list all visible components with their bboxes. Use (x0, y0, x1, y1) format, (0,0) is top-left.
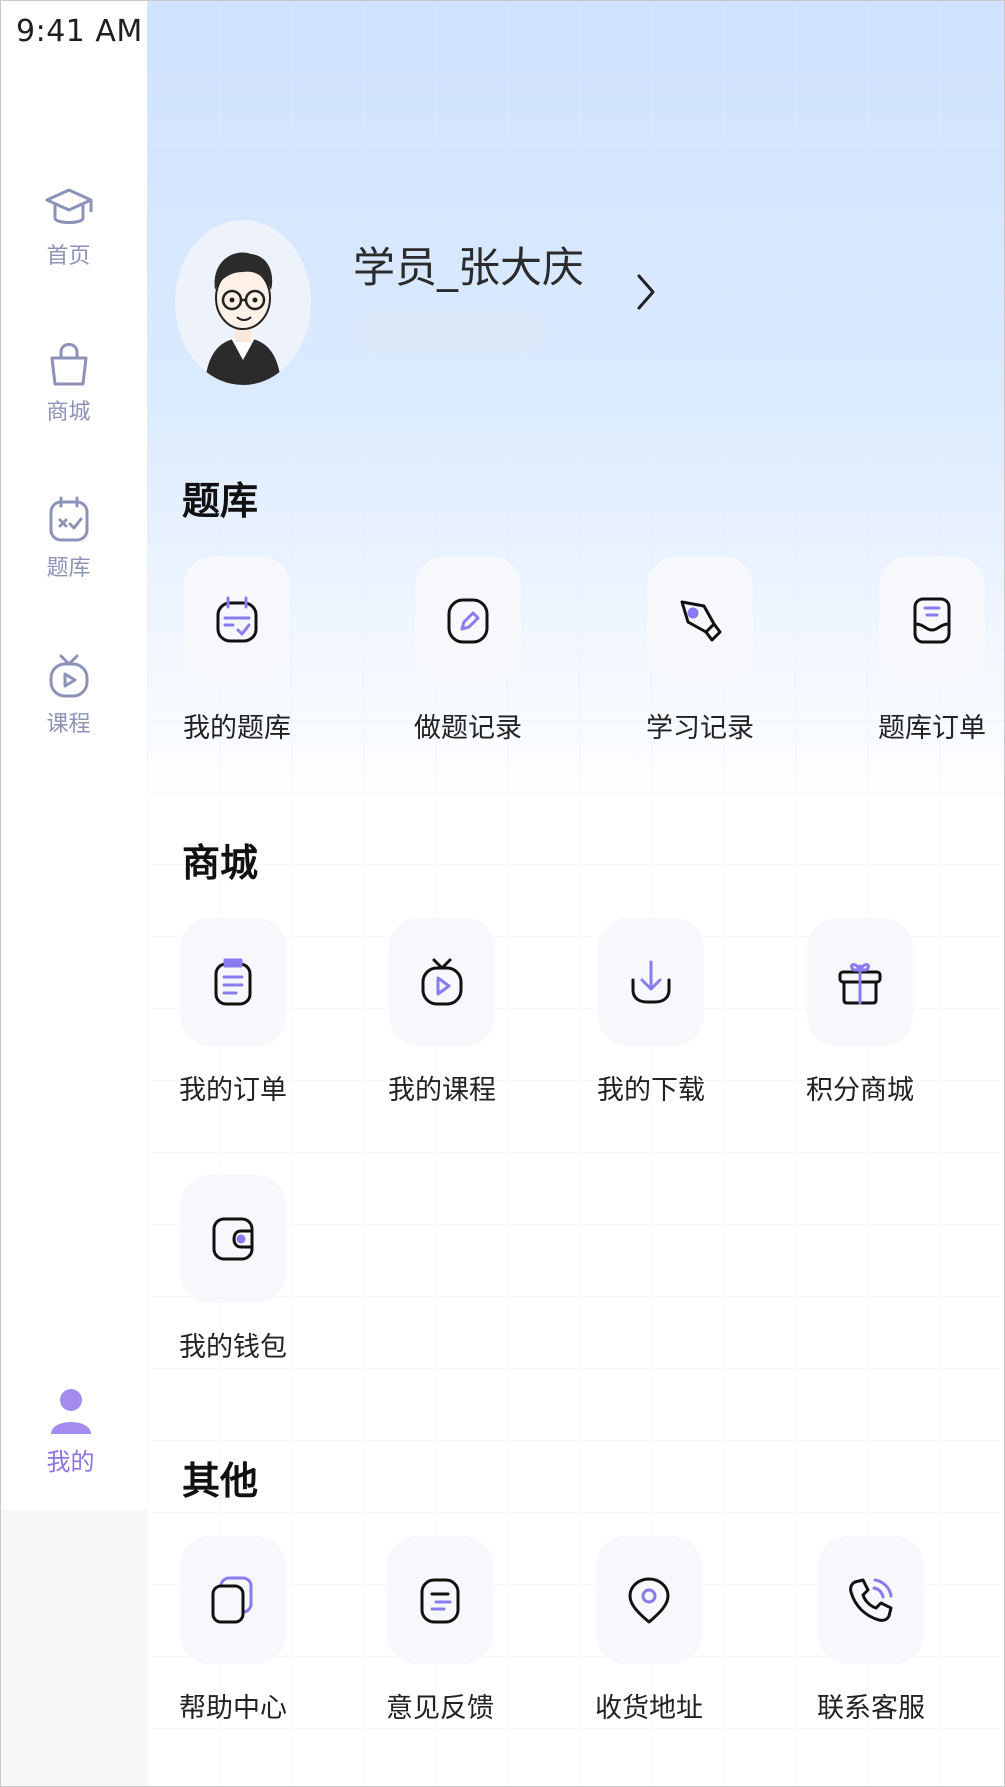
tile-my-orders[interactable]: 我的订单 (153, 918, 313, 1107)
tile-my-downloads[interactable]: 我的下载 (571, 918, 731, 1107)
user-icon (50, 1389, 91, 1434)
gift-icon (838, 963, 882, 1005)
tile-practice-record[interactable]: 做题记录 (388, 556, 548, 745)
clipboard-list-icon (214, 958, 252, 1006)
sidebar-item-question-bank[interactable]: 题库 (0, 492, 137, 582)
username: 学员_张大庆 (353, 243, 585, 292)
tile-icon-box (415, 556, 521, 684)
section-title-other: 其他 (182, 1459, 259, 1503)
sidebar: 9:41 AM 首页 商城 题库 课程 (0, 0, 147, 1787)
sidebar-item-home[interactable]: 首页 (0, 180, 137, 270)
tile-icon-box (389, 918, 495, 1046)
tile-label: 题库订单 (878, 713, 986, 744)
tile-label: 学习记录 (646, 713, 754, 744)
graduation-cap-icon (45, 188, 92, 224)
tile-icon-box (180, 1536, 286, 1664)
sidebar-item-label: 课程 (46, 712, 91, 737)
tile-shipping-address[interactable]: 收货地址 (569, 1536, 729, 1725)
sidebar-item-mine[interactable]: 我的 (2, 1384, 139, 1477)
status-time: 9:41 AM (16, 14, 143, 49)
profile-header[interactable]: 学员_张大庆 (175, 220, 975, 390)
sidebar-bottom-area (0, 1510, 147, 1787)
tile-my-question-bank[interactable]: 我的题库 (157, 556, 317, 745)
feedback-icon (420, 1578, 460, 1624)
tile-icon-box (180, 1175, 286, 1303)
download-icon (631, 960, 671, 1004)
phone-call-icon (849, 1578, 893, 1622)
pen-nib-icon (680, 600, 722, 642)
profile-subtitle-placeholder (355, 310, 545, 350)
location-pin-icon (628, 1577, 670, 1624)
tv-play-icon (49, 654, 88, 698)
tile-points-mall[interactable]: 积分商城 (780, 918, 940, 1107)
tile-icon-box (596, 1536, 702, 1664)
chevron-right-icon[interactable] (630, 270, 660, 314)
tile-my-courses[interactable]: 我的课程 (362, 918, 522, 1107)
edit-record-icon (447, 598, 489, 644)
section-title-question-bank: 题库 (182, 479, 259, 523)
tile-help-center[interactable]: 帮助中心 (153, 1536, 313, 1725)
tile-icon-box (184, 556, 290, 684)
avatar[interactable] (175, 220, 311, 385)
tile-icon-box (647, 556, 753, 684)
tile-label: 收货地址 (595, 1693, 703, 1724)
wallet-icon (212, 1217, 254, 1261)
avatar-illustration (175, 220, 311, 385)
sidebar-item-label: 首页 (46, 244, 91, 269)
tile-icon-box (180, 918, 286, 1046)
sidebar-item-course[interactable]: 课程 (0, 648, 137, 738)
tile-label: 我的课程 (388, 1075, 496, 1106)
tv-play-icon (421, 958, 463, 1006)
tile-icon-box (598, 918, 704, 1046)
tile-study-record[interactable]: 学习记录 (620, 556, 780, 745)
tile-label: 联系客服 (817, 1693, 925, 1724)
tile-icon-box (387, 1536, 493, 1664)
tile-icon-box (879, 556, 985, 684)
help-cards-icon (211, 1576, 253, 1624)
calendar-check-icon (49, 496, 88, 542)
tile-icon-box (807, 918, 913, 1046)
order-tray-icon (913, 597, 951, 644)
tile-icon-box (818, 1536, 924, 1664)
tile-my-wallet[interactable]: 我的钱包 (153, 1175, 313, 1364)
tile-contact-service[interactable]: 联系客服 (791, 1536, 951, 1725)
tile-label: 帮助中心 (179, 1693, 287, 1724)
tile-label: 积分商城 (806, 1075, 914, 1106)
question-bank-icon (216, 596, 258, 643)
sidebar-item-label: 我的 (46, 1448, 95, 1476)
tile-label: 我的题库 (183, 713, 291, 744)
sidebar-item-label: 题库 (46, 556, 91, 581)
sidebar-item-label: 商城 (46, 400, 91, 425)
tile-question-bank-order[interactable]: 题库订单 (852, 556, 1005, 745)
tile-label: 我的下载 (597, 1075, 705, 1106)
shopping-bag-icon (50, 343, 87, 386)
tile-feedback[interactable]: 意见反馈 (360, 1536, 520, 1725)
tile-label: 我的订单 (179, 1075, 287, 1106)
sidebar-item-shop[interactable]: 商城 (0, 336, 137, 426)
section-title-shop: 商城 (182, 841, 259, 885)
tile-label: 我的钱包 (179, 1332, 287, 1363)
tile-label: 做题记录 (414, 713, 522, 744)
tile-label: 意见反馈 (386, 1693, 494, 1724)
